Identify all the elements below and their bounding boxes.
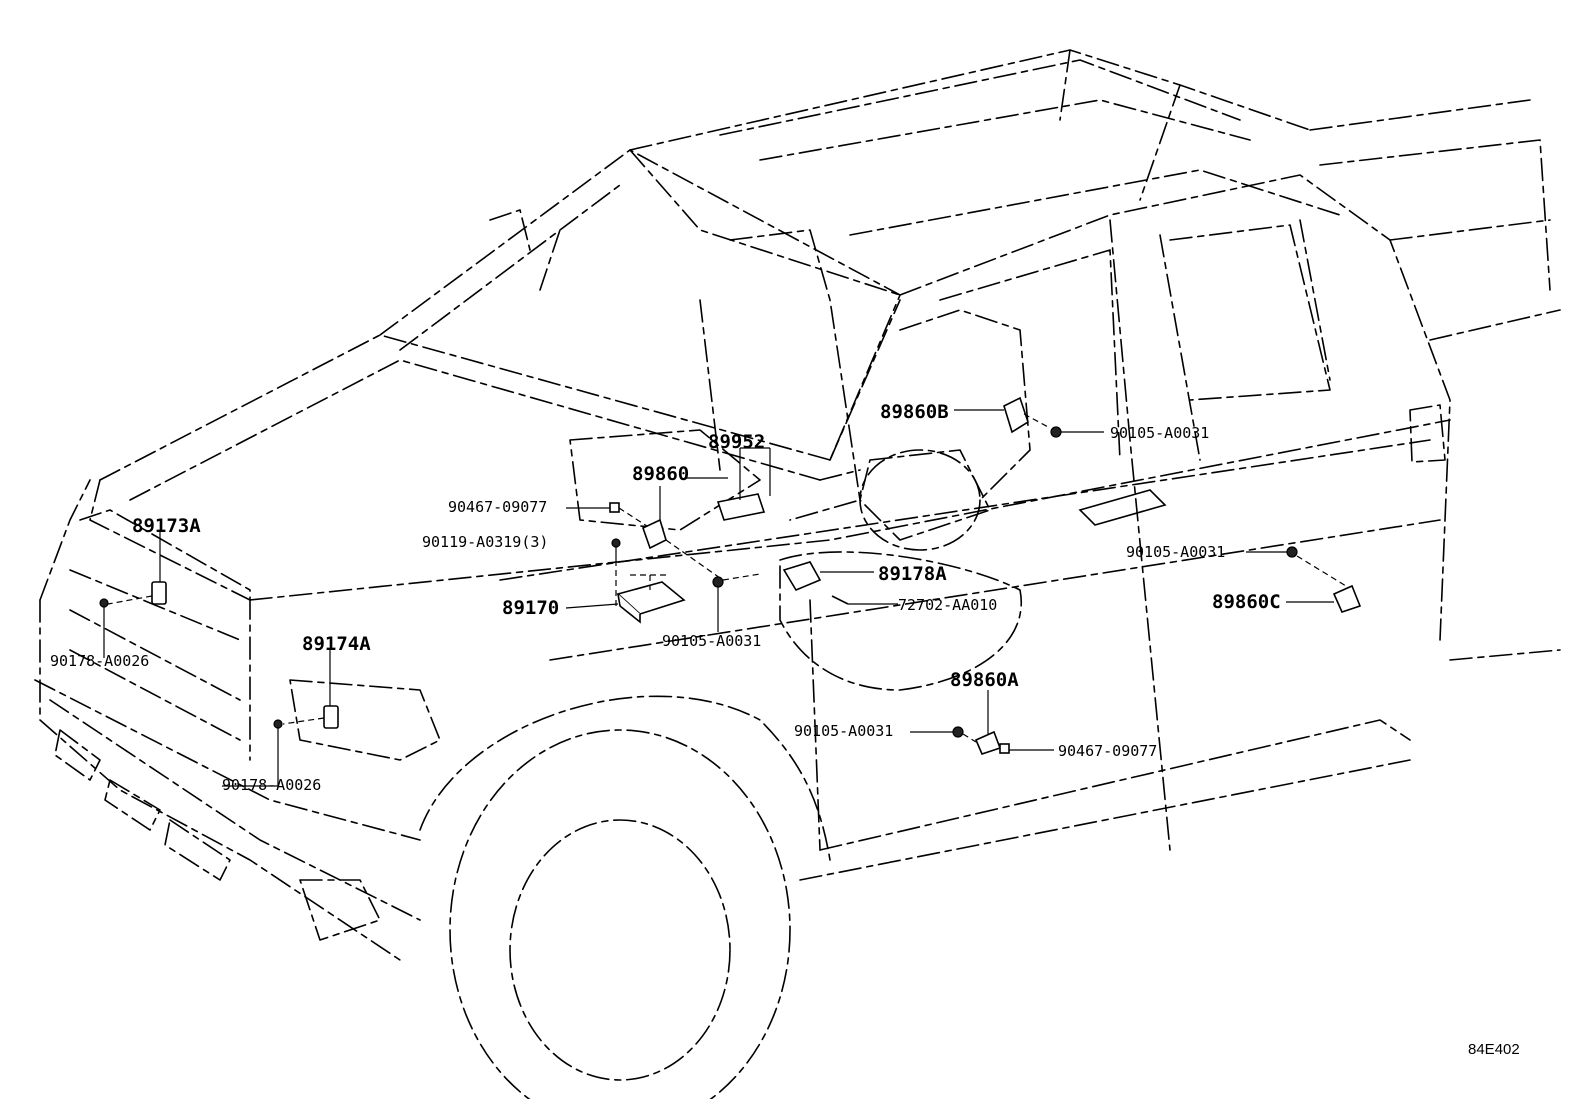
part-90105-right (1246, 546, 1347, 587)
label-89952: 89952 (708, 431, 765, 453)
part-90105-center (712, 573, 761, 632)
part-89860A (974, 690, 1002, 755)
part-90178-bottom (222, 719, 283, 787)
label-89170: 89170 (502, 597, 559, 619)
label-72702: 72702-AA010 (898, 596, 997, 614)
part-90119 (611, 538, 621, 606)
part-89173A (107, 532, 167, 605)
part-72702 (831, 595, 898, 605)
part-89174A (282, 650, 339, 729)
label-90467-lower: 90467-09077 (1058, 742, 1157, 760)
label-89860A: 89860A (950, 669, 1019, 691)
label-90178-bottom: 90178-A0026 (222, 776, 321, 794)
label-89860: 89860 (632, 463, 689, 485)
truck-body-outline (34, 49, 1561, 1099)
label-90105-upper-right: 90105-A0031 (1110, 424, 1209, 442)
part-89860 (642, 486, 721, 579)
part-89860B (954, 396, 1051, 434)
diagram-code: 84E402 (1468, 1041, 1520, 1058)
part-89952 (686, 447, 771, 521)
part-89860C (1286, 584, 1362, 613)
label-89173A: 89173A (132, 515, 201, 537)
label-89178A: 89178A (878, 563, 947, 585)
label-89860C: 89860C (1212, 591, 1281, 613)
label-90178-top: 90178-A0026 (50, 652, 149, 670)
label-90467-top: 90467-09077 (448, 498, 547, 516)
part-90178-top (99, 598, 109, 658)
part-90105-lower (910, 726, 977, 743)
part-89178A (782, 561, 874, 592)
part-90105-upper-right (1050, 426, 1104, 438)
label-89860B: 89860B (880, 401, 949, 423)
label-90105-lower: 90105-A0031 (794, 722, 893, 740)
label-90105-center: 90105-A0031 (662, 632, 761, 650)
part-89170 (565, 574, 686, 624)
label-90119: 90119-A0319(3) (422, 533, 548, 551)
label-90105-right: 90105-A0031 (1126, 543, 1225, 561)
part-90467-top (566, 502, 651, 529)
label-89174A: 89174A (302, 633, 371, 655)
part-90467-lower (999, 743, 1054, 754)
